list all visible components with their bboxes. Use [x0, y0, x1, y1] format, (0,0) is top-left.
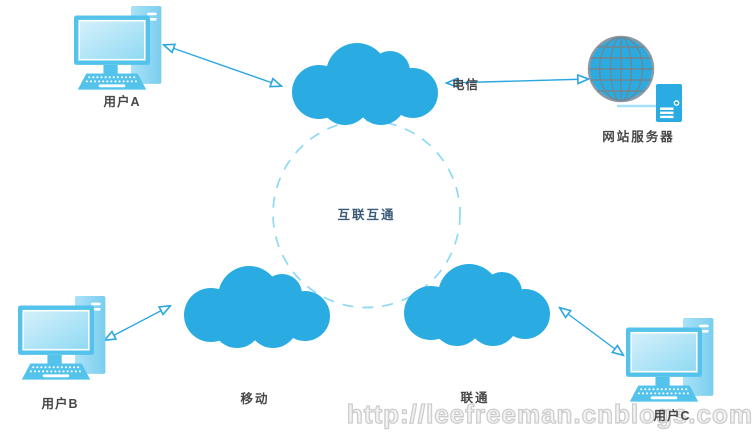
web-server-icon [587, 35, 682, 122]
user-a-computer-icon [73, 5, 163, 91]
link-telecom-server [447, 79, 588, 83]
user-b-computer-icon [17, 295, 107, 381]
label-user-c: 用户C [653, 409, 691, 423]
label-user-a: 用户A [103, 95, 141, 109]
link-user-b-mobile [105, 306, 170, 340]
link-unicom-user-c [560, 308, 623, 355]
label-mobile: 移动 [240, 392, 270, 406]
telecom-cloud-icon [292, 43, 438, 125]
label-interconnect: 互联互通 [337, 208, 396, 222]
label-unicom: 联通 [460, 391, 490, 405]
server-tower-icon [656, 84, 682, 122]
user-c-computer-icon [625, 317, 715, 403]
link-user-a-telecom [164, 45, 281, 86]
globe-icon [587, 35, 655, 103]
label-user-b: 用户B [41, 397, 79, 411]
unicom-cloud-icon [404, 264, 550, 346]
mobile-cloud-icon [184, 266, 330, 348]
interconnect-dashed-ring [272, 119, 461, 309]
watermark: http://leefreeman.cnblogs.com [346, 398, 753, 429]
label-telecom: 电信 [452, 78, 480, 92]
label-web-server: 网站服务器 [602, 130, 675, 144]
